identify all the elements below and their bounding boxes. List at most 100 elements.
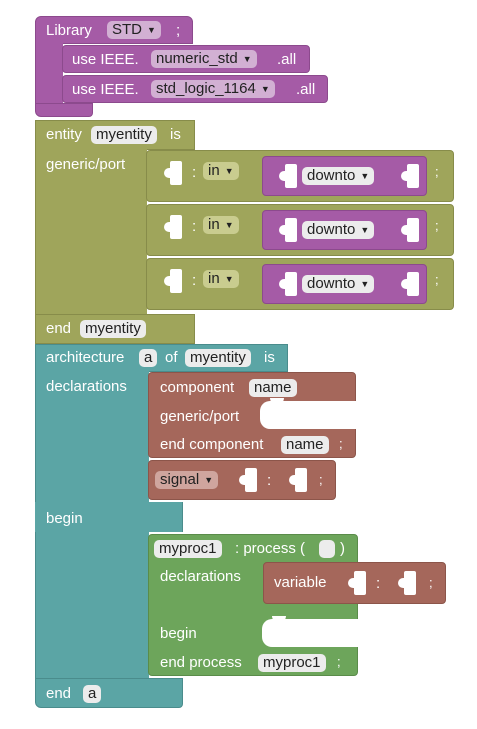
component-keyword: component (160, 379, 235, 396)
variable-semicolon: ; (429, 575, 433, 590)
library-block-footer (35, 103, 93, 117)
component-semicolon: ; (339, 436, 343, 451)
range-dropdown[interactable]: downto ▼ (302, 275, 375, 293)
process-block[interactable]: myproc1 : process ( ) declarations begin… (148, 534, 358, 676)
range-low-socket[interactable] (401, 164, 419, 188)
variable-type-socket[interactable] (398, 571, 416, 595)
process-name-field[interactable]: myproc1 (154, 540, 222, 558)
port-direction-dropdown[interactable]: in ▼ (203, 270, 239, 288)
component-generic-port-slot[interactable] (260, 398, 357, 429)
port-colon: : (192, 164, 197, 181)
architecture-of-keyword: of (165, 349, 178, 366)
port-name-socket[interactable] (164, 215, 182, 239)
port-block[interactable]: : in ▼ downto ▼ ; (146, 204, 454, 256)
architecture-entity-field[interactable]: myentity (185, 349, 251, 367)
port-block[interactable]: : in ▼ downto ▼ ; (146, 258, 454, 310)
range-dropdown[interactable]: downto ▼ (302, 167, 375, 185)
dropdown-arrow-icon: ▼ (224, 220, 234, 230)
entity-name-field[interactable]: myentity (91, 126, 157, 144)
dropdown-arrow-icon: ▼ (260, 84, 270, 94)
use-clause-block[interactable]: use IEEE. std_logic_1164 ▼ .all (62, 75, 328, 103)
use-package-value: std_logic_1164 (156, 80, 256, 97)
entity-generic-port-label: generic/port (46, 156, 126, 173)
process-declarations-label: declarations (160, 568, 241, 585)
range-high-socket[interactable] (279, 218, 297, 242)
use-clause-block[interactable]: use IEEE. numeric_std▼ .all (62, 45, 310, 73)
process-semicolon: ; (337, 654, 341, 669)
library-keyword: Library (46, 22, 92, 39)
variable-block[interactable]: variable : ; (263, 562, 446, 604)
library-block-body (35, 16, 193, 44)
entity-end-name-field[interactable]: myentity (80, 320, 146, 338)
port-block[interactable]: : in▼ downto▼ ; (146, 150, 454, 202)
entity-is-keyword: is (170, 126, 181, 143)
port-semicolon: ; (435, 272, 439, 287)
process-keyword: : process ( (235, 540, 306, 557)
range-low-socket[interactable] (401, 218, 419, 242)
library-dropdown-value: STD (112, 21, 142, 38)
signal-dropdown[interactable]: signal ▼ (155, 471, 219, 489)
range-dropdown[interactable]: downto ▼ (302, 221, 375, 239)
signal-semicolon: ; (319, 472, 323, 487)
process-end-name-field[interactable]: myproc1 (258, 654, 326, 672)
variable-name-socket[interactable] (348, 571, 366, 595)
port-name-socket[interactable] (164, 269, 182, 293)
use-package-dropdown[interactable]: std_logic_1164 ▼ (151, 80, 275, 98)
dropdown-arrow-icon: ▼ (360, 279, 370, 289)
port-direction-dropdown[interactable]: in ▼ (203, 216, 239, 234)
range-block[interactable]: downto ▼ (262, 156, 427, 196)
architecture-end-name-field[interactable]: a (83, 685, 102, 703)
architecture-keyword: architecture (46, 349, 125, 366)
architecture-name-field[interactable]: a (139, 349, 158, 367)
signal-dropdown-value: signal (160, 471, 200, 488)
architecture-end-keyword: end (46, 685, 72, 702)
range-dropdown-value: downto (307, 221, 356, 238)
dropdown-arrow-icon: ▼ (360, 225, 370, 235)
port-direction-dropdown[interactable]: in▼ (203, 162, 239, 180)
component-end-name-field[interactable]: name (281, 436, 329, 454)
process-begin-label: begin (160, 625, 197, 642)
entity-block-spine (35, 149, 147, 315)
component-name-field[interactable]: name (249, 379, 297, 397)
signal-block[interactable]: signal▼ : ; (148, 460, 336, 500)
component-generic-port-label: generic/port (160, 408, 240, 425)
port-name-socket[interactable] (164, 161, 182, 185)
library-semicolon: ; (176, 22, 181, 39)
architecture-is-keyword: is (264, 349, 275, 366)
process-close-paren: ) (340, 540, 345, 557)
dropdown-arrow-icon: ▼ (242, 54, 252, 64)
range-block[interactable]: downto ▼ (262, 264, 427, 304)
architecture-block-footer (35, 678, 183, 708)
component-end-keyword: end component (160, 436, 264, 453)
variable-keyword: variable (274, 574, 327, 591)
library-dropdown[interactable]: STD▼ (107, 21, 161, 39)
process-sensitivity-field[interactable] (319, 540, 335, 558)
port-direction-value: in (208, 216, 220, 233)
signal-name-socket[interactable] (239, 468, 257, 492)
range-high-socket[interactable] (279, 164, 297, 188)
use-keyword: use IEEE. (72, 81, 139, 98)
dropdown-arrow-icon: ▼ (224, 274, 234, 284)
use-keyword: use IEEE. (72, 51, 139, 68)
signal-type-socket[interactable] (289, 468, 307, 492)
port-direction-value: in (208, 270, 220, 287)
range-high-socket[interactable] (279, 272, 297, 296)
library-block-spine (35, 43, 63, 105)
range-block[interactable]: downto ▼ (262, 210, 427, 250)
architecture-begin-label: begin (46, 510, 83, 527)
architecture-block-begin-row (35, 502, 183, 532)
range-dropdown-value: downto (307, 275, 356, 292)
dropdown-arrow-icon: ▼ (360, 171, 370, 181)
use-suffix: .all (296, 81, 316, 98)
dropdown-arrow-icon: ▼ (224, 166, 234, 176)
process-begin-slot[interactable] (262, 616, 359, 647)
port-colon: : (192, 218, 197, 235)
use-package-dropdown[interactable]: numeric_std▼ (151, 50, 257, 68)
entity-keyword: entity (46, 126, 82, 143)
range-dropdown-value: downto (307, 167, 356, 184)
component-block[interactable]: component name generic/port end componen… (148, 372, 356, 458)
range-low-socket[interactable] (401, 272, 419, 296)
dropdown-arrow-icon: ▼ (204, 475, 214, 485)
port-semicolon: ; (435, 218, 439, 233)
port-colon: : (192, 272, 197, 289)
